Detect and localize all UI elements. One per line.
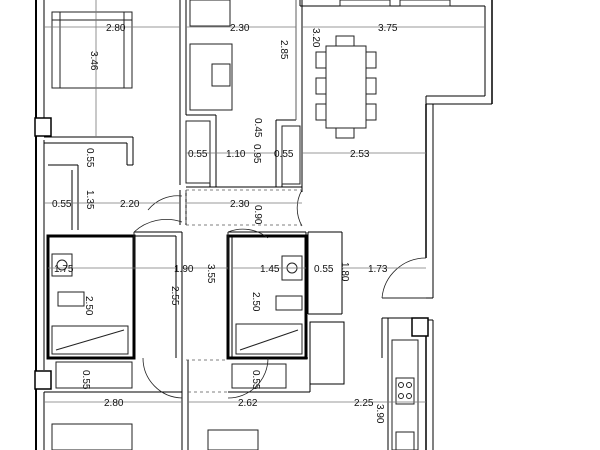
dim-0-55-d: 0.55: [52, 199, 72, 210]
dim-1-73: 1.73: [368, 264, 388, 275]
dim-2-30-top: 2.30: [230, 23, 250, 34]
dim-2-25: 2.25: [354, 398, 374, 409]
dim-3-55: 3.55: [205, 264, 216, 284]
kitchen-counter: [391, 339, 419, 450]
dim-2-53: 2.53: [350, 149, 370, 160]
column-bottom: [34, 370, 52, 390]
dimension-labels: 2.80 2.30 3.75 3.46 2.85 3.20 0.45 0.55 …: [52, 23, 398, 424]
dim-3-90: 3.90: [374, 404, 385, 424]
dim-3-75: 3.75: [378, 23, 398, 34]
bath2-tub: [235, 323, 303, 355]
bath2-toilet: [275, 295, 303, 311]
dim-0-55-b: 0.55: [274, 149, 294, 160]
dim-2-50-a: 2.50: [83, 296, 94, 316]
bath1-tub: [51, 325, 129, 355]
bathroom-1-outline: [46, 234, 136, 360]
dining-table: [325, 45, 367, 129]
door-openings: [185, 189, 302, 393]
columns: [34, 117, 429, 390]
dim-3-46: 3.46: [88, 51, 99, 71]
dim-1-35: 1.35: [84, 190, 95, 210]
dim-2-55: 2.55: [169, 286, 180, 306]
column-top: [34, 117, 52, 137]
dim-1-80: 1.80: [339, 262, 350, 282]
dim-0-55-e: 0.55: [314, 264, 334, 275]
dim-1-10: 1.10: [226, 149, 246, 160]
dim-0-90: 0.90: [252, 205, 263, 225]
dim-2-80-bottom: 2.80: [104, 398, 124, 409]
dim-0-55-f: 0.55: [80, 370, 91, 390]
dim-1-75: 1.75: [54, 264, 74, 275]
bath1-toilet: [57, 291, 85, 307]
dim-1-90: 1.90: [174, 264, 194, 275]
door-swings: [133, 189, 427, 399]
bath1-sink: [51, 253, 73, 277]
furniture: [51, 0, 451, 450]
dim-0-95: 0.95: [251, 144, 262, 164]
dim-0-55-c: 0.55: [84, 148, 95, 168]
bathroom-2-outline: [226, 234, 308, 360]
dim-2-20: 2.20: [120, 199, 140, 210]
dim-2-62: 2.62: [238, 398, 258, 409]
dim-2-80-top: 2.80: [106, 23, 126, 34]
column-right: [411, 317, 429, 337]
dresser: [189, 43, 233, 111]
sofa: [51, 11, 133, 89]
closet-right: [281, 125, 301, 185]
dim-2-85: 2.85: [278, 40, 289, 60]
dim-0-55-g: 0.55: [250, 370, 261, 390]
dim-0-45: 0.45: [252, 118, 263, 138]
dim-2-30-mid: 2.30: [230, 199, 250, 210]
stove: [395, 377, 415, 405]
dim-2-50-b: 2.50: [250, 292, 261, 312]
dim-0-55-a: 0.55: [188, 149, 208, 160]
closet-left: [185, 120, 211, 184]
dim-1-45: 1.45: [260, 264, 280, 275]
dim-3-20: 3.20: [310, 28, 321, 48]
dimension-lines: [44, 0, 485, 403]
